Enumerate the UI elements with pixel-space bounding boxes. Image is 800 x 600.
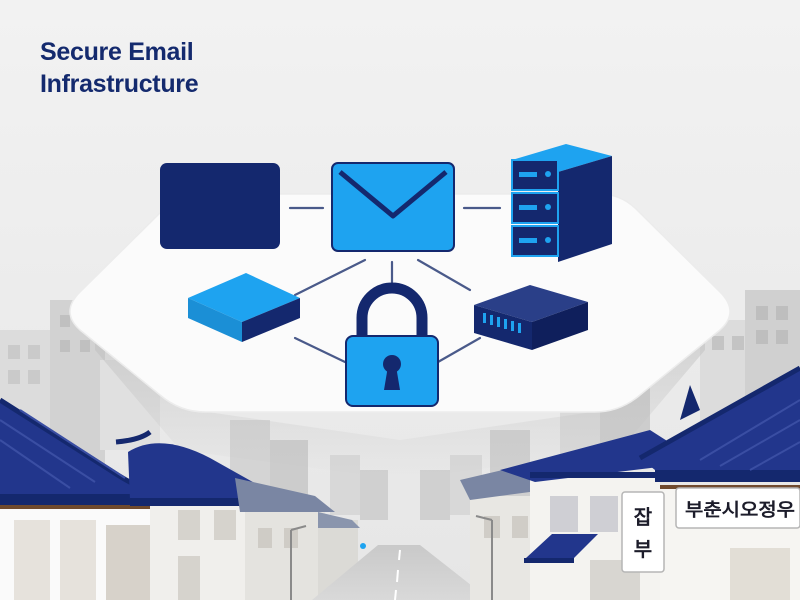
page-title: Secure Email Infrastructure [40,36,199,100]
network-connectors [288,206,502,364]
page-title-line-1: Secure Email [40,38,194,66]
padlock-icon [345,282,439,407]
street-sign-vertical: 잡 부 [621,491,665,573]
window-icon [160,163,280,249]
page-title-line-2: Infrastructure [40,70,199,98]
server-rack-icon [511,144,612,262]
street-sign-horizontal-text: 부춘시오정우 [685,500,795,521]
storage-box-icon [188,273,300,342]
envelope-icon [331,162,455,252]
street-sign-vertical-top: 잡 [634,505,653,529]
street-sign-horizontal: 부춘시오정우 [675,487,800,529]
road [312,545,490,600]
left-hanok-buildings [0,397,366,600]
street-sign-vertical-bottom: 부 [634,537,652,561]
network-switch-icon [474,285,588,350]
